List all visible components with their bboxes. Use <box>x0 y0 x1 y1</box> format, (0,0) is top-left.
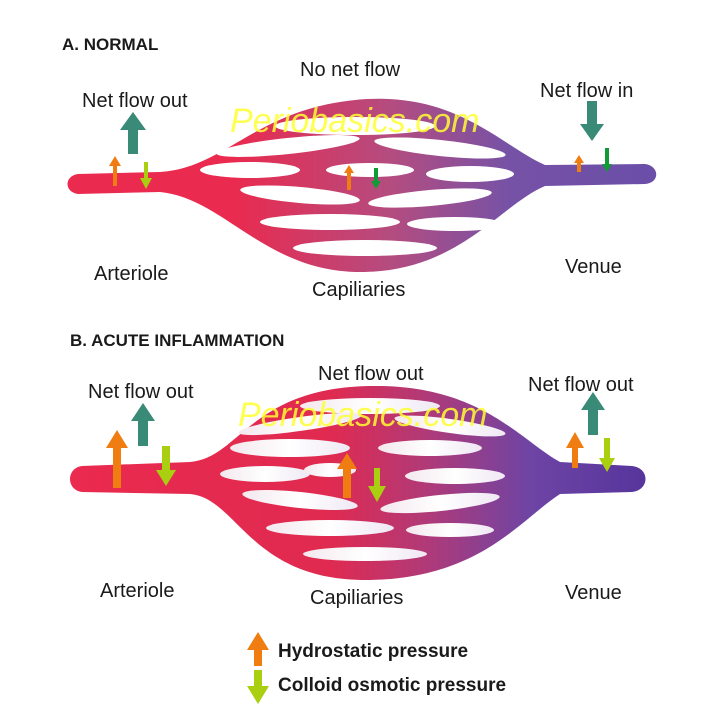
inflamed-left-net-out-arrow <box>131 403 155 446</box>
inflamed-left-hydrostatic-arrow <box>106 430 128 488</box>
normal-vessel <box>67 98 657 273</box>
inflamed-center-colloid-arrow <box>368 468 386 502</box>
normal-left-hydrostatic-arrow <box>109 156 121 186</box>
normal-center-inward-arrow <box>371 168 381 189</box>
panel-a-title: A. NORMAL <box>62 35 159 54</box>
inflamed-center-hydrostatic-arrow <box>337 453 357 498</box>
normal-center-hydrostatic-arrow <box>344 165 354 190</box>
normal-left-colloid-arrow <box>140 162 152 189</box>
panel-b-center-label: Net flow out <box>318 363 424 385</box>
panel-a-center-label: No net flow <box>300 59 401 81</box>
inflamed-capillary-gaps <box>220 398 506 561</box>
watermark-bottom: Periobasics.com <box>238 396 488 434</box>
normal-capillary-gaps <box>200 117 514 256</box>
legend-hydrostatic-label: Hydrostatic pressure <box>278 641 469 662</box>
normal-vessel-body <box>67 98 657 273</box>
panel-a-right-flow-label: Net flow in <box>540 80 634 102</box>
inflamed-right-colloid-arrow <box>599 438 615 472</box>
inflamed-vessel <box>70 385 646 581</box>
panel-b-right-flow-label: Net flow out <box>528 374 634 396</box>
normal-right-net-in-arrow <box>580 101 604 141</box>
normal-right-inward-arrow <box>602 148 612 172</box>
panel-b-venule-label: Venue <box>565 582 622 604</box>
normal-left-net-out-arrow <box>120 112 146 154</box>
inflamed-right-net-out-arrow <box>581 392 605 435</box>
legend-colloid-label: Colloid osmotic pressure <box>278 675 507 696</box>
watermark-top: Periobasics.com <box>230 102 480 140</box>
normal-right-hydrostatic-arrow <box>574 155 584 172</box>
legend-hydrostatic-arrow <box>247 632 269 666</box>
panel-b-capillaries-label: Capiliaries <box>310 587 404 609</box>
panel-a-arteriole-label: Arteriole <box>94 263 169 285</box>
legend-colloid-arrow <box>247 670 269 704</box>
panel-a-left-flow-label: Net flow out <box>82 90 188 112</box>
panel-b-left-flow-label: Net flow out <box>88 381 194 403</box>
inflamed-left-colloid-arrow <box>156 446 176 486</box>
inflamed-right-hydrostatic-arrow <box>566 432 584 468</box>
panel-b-title: B. ACUTE INFLAMMATION <box>70 331 285 350</box>
panel-b-arteriole-label: Arteriole <box>100 580 175 602</box>
panel-a-venule-label: Venue <box>565 256 622 278</box>
panel-a-capillaries-label: Capiliaries <box>312 279 406 301</box>
